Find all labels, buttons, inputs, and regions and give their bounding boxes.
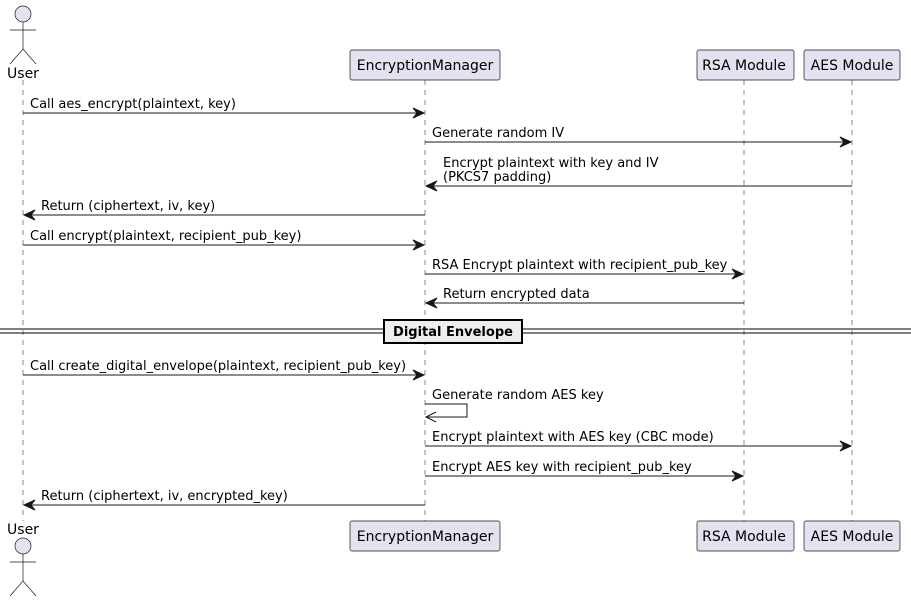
- message-label: Return encrypted data: [443, 287, 590, 302]
- message-arrowhead-6: [424, 297, 438, 309]
- actor-user-bottom-head: [14, 537, 32, 555]
- participant-label-aes-bottom: AES Module: [811, 529, 894, 545]
- message-arrowhead-0: [412, 107, 426, 119]
- message-label: Return (ciphertext, iv, key): [41, 199, 215, 214]
- message-arrowhead-8: [412, 369, 426, 381]
- participant-box-rsa-top: [696, 49, 795, 81]
- message-line-9: [425, 403, 468, 418]
- divider-box: [383, 319, 523, 344]
- message-label: Call encrypt(plaintext, recipient_pub_ke…: [30, 229, 301, 244]
- message-label: Encrypt plaintext with AES key (CBC mode…: [432, 430, 714, 445]
- participant-box-aes-bottom: [803, 520, 901, 552]
- message-arrowhead-11: [731, 470, 745, 482]
- participant-box-rsa-bottom: [696, 520, 795, 552]
- participant-label-user-top: User: [7, 66, 39, 82]
- participant-box-aes-top: [803, 49, 901, 81]
- message-arrowhead-3: [22, 209, 36, 221]
- participant-label-em-bottom: EncryptionManager: [357, 529, 494, 545]
- participant-label-rsa-bottom: RSA Module: [702, 529, 786, 545]
- message-label: Generate random IV: [432, 126, 564, 141]
- participant-label-rsa-top: RSA Module: [702, 58, 786, 74]
- message-arrowhead-4: [412, 239, 426, 251]
- actor-user-bottom-legs: [9, 580, 37, 597]
- message-label: Call aes_encrypt(plaintext, key): [30, 97, 236, 112]
- message-label: Call create_digital_envelope(plaintext, …: [30, 359, 406, 374]
- message-arrowhead-5: [731, 268, 745, 280]
- participant-label-user-bottom: User: [7, 522, 39, 538]
- message-arrowhead-10: [839, 440, 853, 452]
- message-label: Encrypt AES key with recipient_pub_key: [432, 460, 692, 475]
- message-label: Encrypt plaintext with key and IV: [443, 156, 659, 171]
- message-arrowhead-12: [22, 499, 36, 511]
- actor-user-top-legs: [9, 48, 37, 65]
- message-label: Return (ciphertext, iv, encrypted_key): [41, 489, 288, 504]
- message-label: Generate random AES key: [432, 388, 604, 403]
- message-label: (PKCS7 padding): [443, 170, 551, 185]
- message-arrowhead-2: [424, 180, 438, 192]
- participant-box-em-top: [349, 49, 501, 81]
- participant-label-aes-top: AES Module: [811, 58, 894, 74]
- message-label: RSA Encrypt plaintext with recipient_pub…: [432, 258, 728, 273]
- message-arrowhead-1: [839, 136, 853, 148]
- message-arrowhead-9: [424, 411, 437, 423]
- participant-box-em-bottom: [349, 520, 501, 552]
- participant-label-em-top: EncryptionManager: [357, 58, 494, 74]
- divider-label: Digital Envelope: [393, 325, 513, 340]
- actor-user-top-head: [14, 5, 32, 23]
